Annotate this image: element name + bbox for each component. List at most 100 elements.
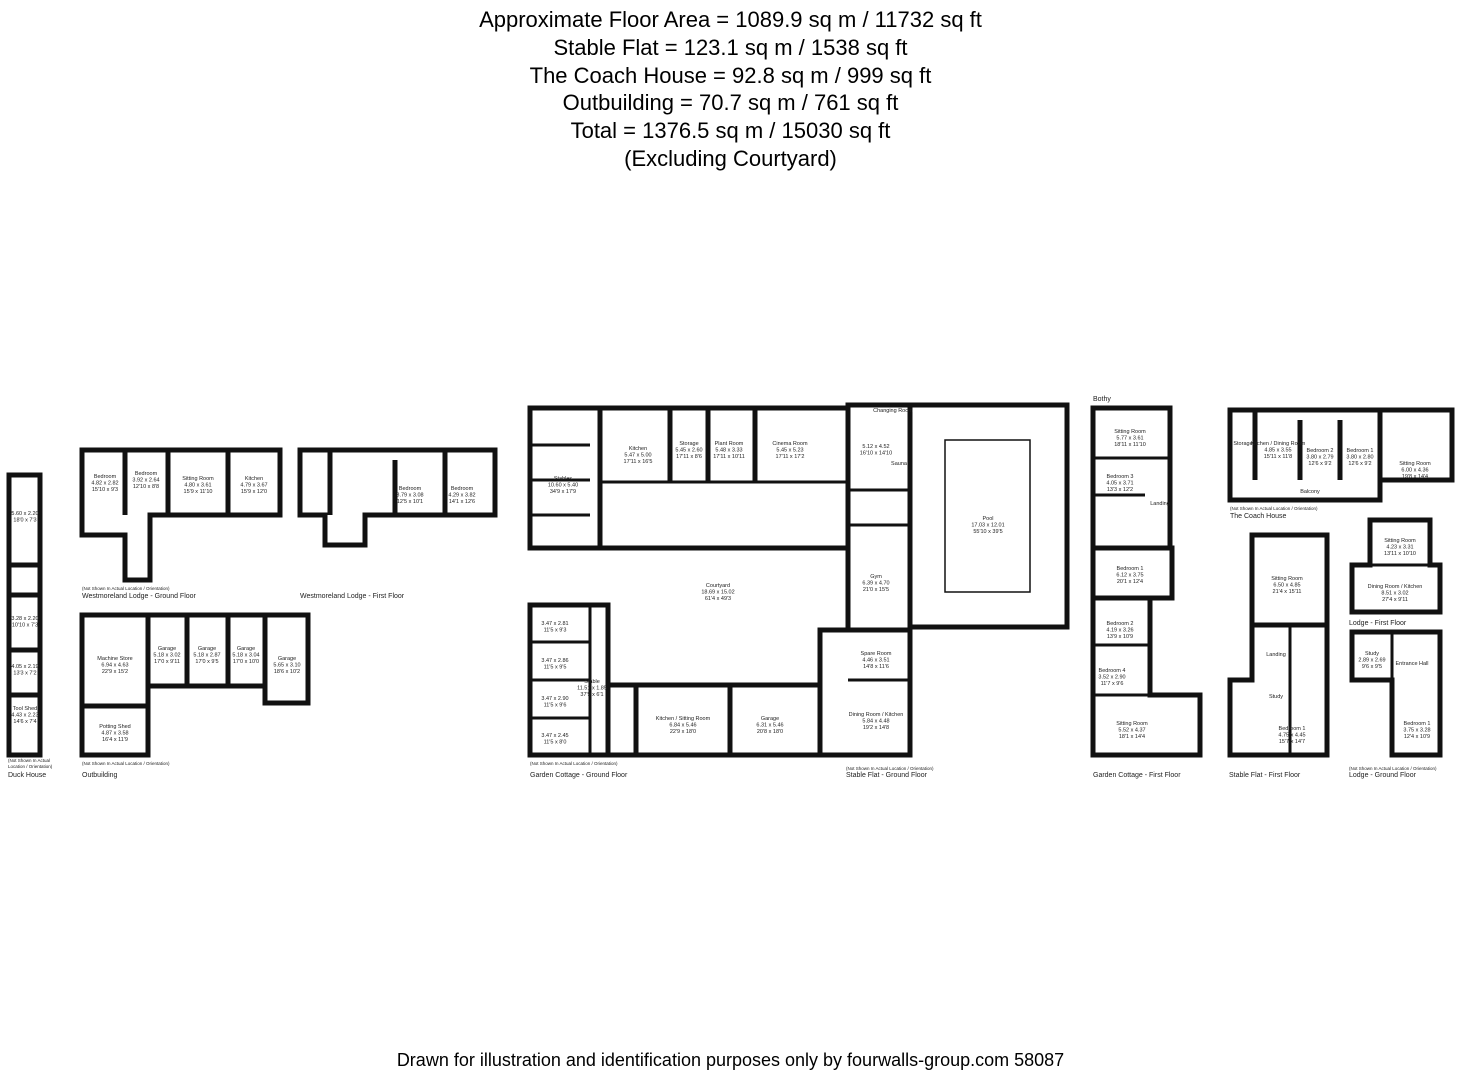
room-sf_bed1-imp: 15'7 x 14'7 bbox=[1279, 739, 1305, 745]
room-sf_sitting-name: Sitting Room bbox=[1271, 576, 1303, 582]
room-kitchen-dim: 5.47 x 5.00 bbox=[624, 453, 651, 459]
room-plant_room-imp: 17'11 x 10'11 bbox=[713, 454, 745, 460]
room-sf_dining-imp: 19'2 x 14'8 bbox=[863, 725, 889, 731]
summary-line-coach-house: The Coach House = 92.8 sq m / 999 sq ft bbox=[529, 62, 932, 88]
room-stables-imp: 34'9 x 17'9 bbox=[550, 489, 576, 495]
room-stall4-dim: 3.47 x 2.45 bbox=[541, 733, 568, 739]
room-wl_bedroom2-dim: 3.92 x 2.64 bbox=[132, 478, 159, 484]
room-wl_bedroom3-dim: 3.79 x 3.08 bbox=[396, 493, 423, 499]
room-gc_bed4-name: Bedroom 4 bbox=[1099, 668, 1126, 674]
room-ch_bed2-imp: 12'6 x 9'2 bbox=[1308, 461, 1331, 467]
room-sauna-name: Sauna bbox=[891, 461, 908, 467]
room-wl_bedroom2-imp: 12'10 x 8'8 bbox=[133, 484, 159, 490]
room-potting_shed-dim: 4.87 x 3.58 bbox=[101, 731, 128, 737]
room-storage-dim: 5.45 x 2.60 bbox=[675, 448, 702, 454]
pool-basin bbox=[944, 439, 1031, 593]
caption-sf-first: Stable Flat - First Floor bbox=[1229, 772, 1301, 779]
room-gc_sitting1-name: Sitting Room bbox=[1114, 429, 1146, 435]
wl-ground-outline bbox=[79, 447, 283, 583]
wl-first-outline bbox=[297, 447, 498, 548]
garden-cottage-south bbox=[605, 682, 823, 758]
room-garage3-imp: 17'0 x 10'0 bbox=[233, 659, 259, 665]
lodge-ground-outline bbox=[1349, 629, 1443, 758]
room-wl_bedroom1-dim: 4.82 x 2.82 bbox=[91, 481, 118, 487]
room-gc_kitchen-dim: 6.84 x 5.46 bbox=[669, 723, 696, 729]
room-wl_bedroom4-dim: 4.29 x 3.82 bbox=[448, 493, 475, 499]
room-sf_dining-dim: 5.84 x 4.48 bbox=[862, 719, 889, 725]
room-wl_sitting-dim: 4.80 x 3.61 bbox=[184, 483, 211, 489]
room-lo_study-name: Study bbox=[1365, 651, 1379, 657]
room-cinema-dim: 5.45 x 5.23 bbox=[776, 448, 803, 454]
room-pool-name: Pool bbox=[982, 516, 993, 522]
room-garage2-dim: 5.18 x 2.87 bbox=[193, 653, 220, 659]
room-garage4-dim: 5.65 x 3.10 bbox=[273, 663, 300, 669]
caption-not-shown: (Not Shown In Actual Location / Orientat… bbox=[1230, 506, 1318, 511]
room-gc_bed3-dim: 4.05 x 3.71 bbox=[1106, 481, 1133, 487]
room-sf_dining-name: Dining Room / Kitchen bbox=[849, 712, 904, 718]
caption-gc-ground: Garden Cottage - Ground Floor bbox=[530, 772, 628, 779]
caption-not-shown: (Not Shown In Actual Location / Orientat… bbox=[1349, 766, 1437, 771]
main-east-range bbox=[845, 402, 913, 633]
room-duck1-dim: 5.60 x 2.20 bbox=[11, 511, 38, 517]
main-north-range bbox=[527, 405, 851, 551]
caption-not-shown: (Not Shown In Actual Location / Orientat… bbox=[82, 586, 170, 591]
room-wl_bedroom2-name: Bedroom bbox=[135, 471, 158, 477]
room-garage2-imp: 17'0 x 9'5 bbox=[195, 659, 218, 665]
walls bbox=[6, 402, 1455, 758]
room-stall4-imp: 11'5 x 8'0 bbox=[544, 740, 567, 746]
room-garage4-imp: 18'6 x 10'2 bbox=[274, 669, 300, 675]
caption-not-shown-a: (Not Shown In Actual bbox=[8, 758, 50, 763]
room-stall1-dim: 3.47 x 2.81 bbox=[541, 621, 568, 627]
room-gc_kitchen-name: Kitchen / Sitting Room bbox=[656, 716, 711, 722]
room-big_garage-dim: 6.31 x 5.46 bbox=[756, 723, 783, 729]
room-ch_sitting-name: Sitting Room bbox=[1399, 461, 1431, 467]
caption-outbuilding: Outbuilding bbox=[82, 772, 118, 779]
pool-building bbox=[907, 402, 1070, 630]
room-gc_sitting2-imp: 18'1 x 14'4 bbox=[1119, 734, 1145, 740]
room-big_garage-name: Garage bbox=[761, 716, 779, 722]
room-wl_kitchen-name: Kitchen bbox=[245, 476, 263, 482]
room-spare-name: Spare Room bbox=[861, 651, 892, 657]
room-stable-dim: 11.51 x 1.85 bbox=[577, 686, 607, 692]
room-gc_bed3-imp: 13'3 x 12'2 bbox=[1107, 487, 1133, 493]
room-stall3-imp: 11'5 x 9'6 bbox=[544, 703, 567, 709]
room-pool-imp: 55'10 x 39'5 bbox=[973, 529, 1002, 535]
room-ch_kitchen-dim: 4.85 x 3.55 bbox=[1264, 448, 1291, 454]
caption-sf-ground: Stable Flat - Ground Floor bbox=[846, 772, 928, 779]
room-ch_sitting-imp: 19'8 x 14'4 bbox=[1402, 474, 1428, 480]
floor-area-summary: Approximate Floor Area = 1089.9 sq m / 1… bbox=[0, 6, 1461, 173]
room-wl_bedroom1-imp: 15'10 x 9'3 bbox=[92, 487, 118, 493]
caption-wl-first: Westmoreland Lodge - First Floor bbox=[300, 593, 405, 600]
room-stable-imp: 37'9 x 6'1 bbox=[580, 692, 603, 698]
room-courtyard-name: Courtyard bbox=[706, 583, 730, 589]
room-wl_bedroom3-imp: 12'5 x 10'1 bbox=[397, 499, 423, 505]
room-ch_balcony-name: Balcony bbox=[1300, 489, 1320, 495]
room-ch_bed2-dim: 3.80 x 2.79 bbox=[1306, 455, 1333, 461]
room-garage1-imp: 17'0 x 9'11 bbox=[154, 659, 180, 665]
room-wl_bedroom4-name: Bedroom bbox=[451, 486, 474, 492]
room-wl_bedroom4-imp: 14'1 x 12'6 bbox=[449, 499, 475, 505]
room-lo_study-dim: 2.89 x 2.69 bbox=[1358, 658, 1385, 664]
room-gc_sitting1-dim: 5.77 x 3.61 bbox=[1116, 436, 1143, 442]
room-stables-dim: 10.60 x 5.40 bbox=[548, 483, 578, 489]
room-spare-imp: 14'8 x 11'6 bbox=[863, 664, 889, 670]
room-wl_sitting-name: Sitting Room bbox=[182, 476, 214, 482]
room-garage3-dim: 5.18 x 3.04 bbox=[232, 653, 259, 659]
summary-line-approx: Approximate Floor Area = 1089.9 sq m / 1… bbox=[479, 7, 982, 32]
room-lo_sitting-imp: 13'11 x 10'10 bbox=[1384, 551, 1416, 557]
room-changing-name: Changing Room bbox=[873, 408, 913, 414]
caption-bothy: Bothy bbox=[1093, 396, 1111, 403]
room-lo_bed1-name: Bedroom 1 bbox=[1404, 721, 1431, 727]
room-machine_store-name: Machine Store bbox=[97, 656, 132, 662]
room-storage-name: Storage bbox=[679, 441, 698, 447]
room-garage1-name: Garage bbox=[158, 646, 176, 652]
duck-house-outline bbox=[6, 472, 43, 758]
summary-line-total: Total = 1376.5 sq m / 15030 sq ft bbox=[570, 118, 891, 144]
room-courtyard-imp: 61'4 x 49'3 bbox=[705, 596, 731, 602]
room-lo_sitting-dim: 4.23 x 3.31 bbox=[1386, 545, 1413, 551]
room-gc_sitting2-dim: 5.52 x 4.37 bbox=[1118, 728, 1145, 734]
room-machine_store-imp: 22'9 x 15'2 bbox=[102, 669, 128, 675]
caption-duck-house: Duck House bbox=[8, 772, 46, 779]
room-lo_sitting-name: Sitting Room bbox=[1384, 538, 1416, 544]
